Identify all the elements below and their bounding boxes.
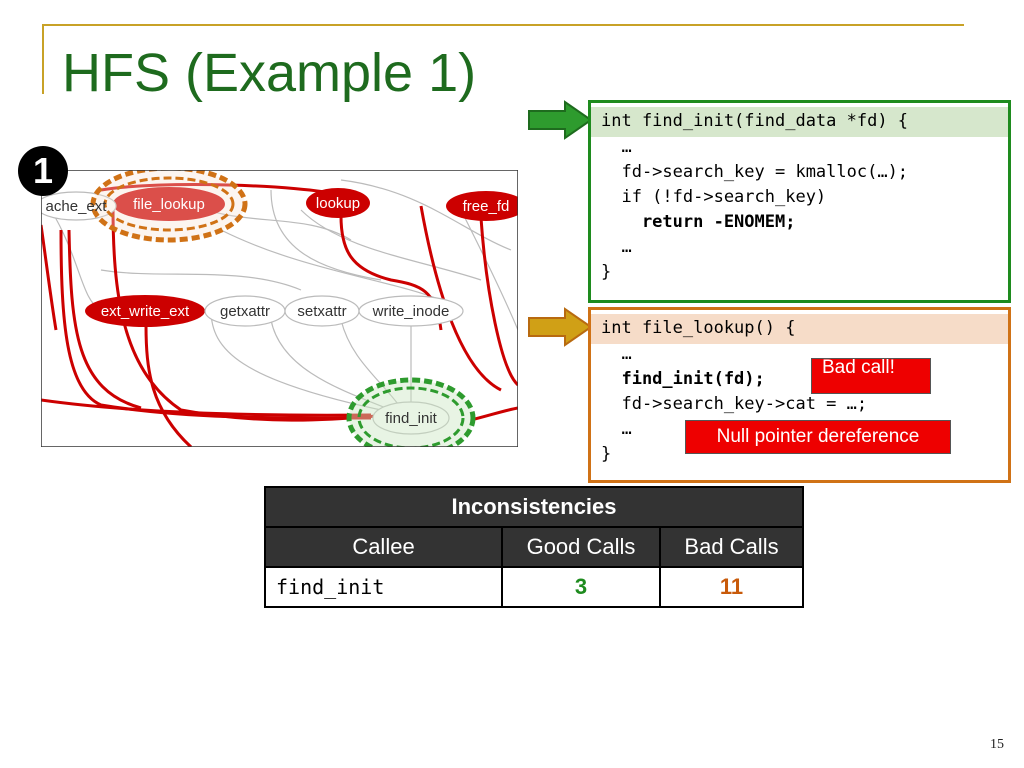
code-box-file-lookup: int file_lookup() { … find_init(fd); fd-… [588,307,1011,483]
code-header: int file_lookup() { [601,318,796,338]
code-line-deref: fd->search_key->cat = …; [601,394,868,414]
cell-callee: find_init [264,566,503,608]
green-arrow-icon [528,100,593,140]
code-line: … [601,419,632,439]
node-find-init: find_init [385,410,438,427]
node-setxattr: setxattr [297,303,346,320]
step-badge: 1 [18,146,68,196]
orange-arrow-icon [528,307,593,347]
null-deref-callout: Null pointer dereference [685,420,951,454]
node-cache-ext: ache_ext [46,198,108,215]
code-line: … [601,344,632,364]
code-box-find-init: int find_init(find_data *fd) { … fd->sea… [588,100,1011,303]
table-row: find_init 3 11 [264,566,804,608]
slide-title: HFS (Example 1) [62,43,477,103]
call-graph: ache_ext file_lookup lookup free_fd ext_… [41,170,518,447]
code-line: } [601,444,612,464]
node-file-lookup: file_lookup [133,196,205,213]
code-line: … [601,237,632,257]
code-line: … [601,137,632,157]
node-free-fd: free_fd [463,198,510,215]
col-header-good: Good Calls [501,526,661,568]
left-rule [42,26,44,94]
node-getxattr: getxattr [220,303,270,320]
col-header-bad: Bad Calls [659,526,804,568]
table-title: Inconsistencies [264,486,804,528]
code-line-call: find_init(fd); [601,369,765,389]
top-rule [42,24,964,26]
code-header: int find_init(find_data *fd) { [601,111,909,131]
code-header-band [591,107,1008,137]
code-line: if (!fd->search_key) [601,187,827,207]
code-line: } [601,262,612,282]
page-number: 15 [990,737,1004,752]
bad-call-callout: Bad call! [811,358,931,394]
inconsistencies-table: Inconsistencies Callee Good Calls Bad Ca… [264,486,804,608]
code-header-band [591,314,1008,344]
cell-good-calls: 3 [501,566,661,608]
node-lookup: lookup [316,195,360,212]
node-ext-write-ext: ext_write_ext [101,303,190,320]
node-write-inode: write_inode [372,303,450,320]
code-line-return: return -ENOMEM; [601,212,796,232]
cell-bad-calls: 11 [659,566,804,608]
code-line: fd->search_key = kmalloc(…); [601,162,909,182]
col-header-callee: Callee [264,526,503,568]
